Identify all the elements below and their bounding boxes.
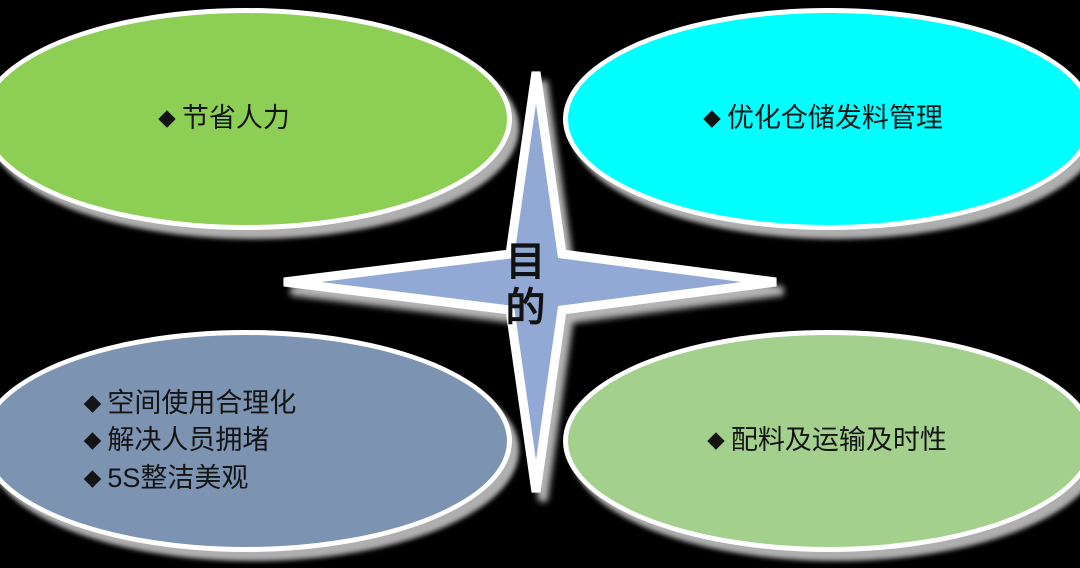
bullet-item: ◆空间使用合理化 xyxy=(84,385,297,422)
quadrant-ellipse-bottom-left[interactable]: ◆空间使用合理化 ◆解决人员拥堵 ◆5S整洁美观 xyxy=(0,330,512,552)
bullet-label: 5S整洁美观 xyxy=(107,462,249,493)
diamond-bullet-icon: ◆ xyxy=(83,389,102,416)
bullet-label: 节省人力 xyxy=(181,103,290,134)
bullet-item: ◆优化仓储发料管理 xyxy=(703,100,943,137)
bullet-label: 空间使用合理化 xyxy=(107,388,297,419)
diamond-bullet-icon: ◆ xyxy=(703,104,721,131)
bullet-item: ◆节省人力 xyxy=(158,100,290,137)
diamond-bullet-icon: ◆ xyxy=(83,463,102,490)
bullet-item: ◆5S整洁美观 xyxy=(84,460,297,497)
bullet-label: 配料及运输及时性 xyxy=(730,425,947,456)
quadrant-ellipse-top-left[interactable]: ◆节省人力 xyxy=(0,8,512,230)
center-star-shape[interactable]: 目 的 xyxy=(270,58,790,506)
quadrant-text-bottom-left: ◆空间使用合理化 ◆解决人员拥堵 ◆5S整洁美观 xyxy=(84,385,297,497)
quadrant-ellipse-bottom-right[interactable]: ◆配料及运输及时性 xyxy=(563,330,1080,552)
quadrant-text-top-left: ◆节省人力 xyxy=(158,100,290,137)
bullet-item: ◆配料及运输及时性 xyxy=(707,422,947,459)
diamond-bullet-icon: ◆ xyxy=(158,104,176,131)
bullet-label: 解决人员拥堵 xyxy=(107,425,270,456)
diamond-bullet-icon: ◆ xyxy=(83,426,102,453)
quadrant-text-bottom-right: ◆配料及运输及时性 xyxy=(707,422,947,459)
quadrant-text-top-right: ◆优化仓储发料管理 xyxy=(703,100,943,137)
quadrant-ellipse-top-right[interactable]: ◆优化仓储发料管理 xyxy=(563,8,1080,230)
diamond-bullet-icon: ◆ xyxy=(707,426,725,453)
bullet-item: ◆解决人员拥堵 xyxy=(84,422,297,459)
star-polygon xyxy=(283,71,777,493)
bullet-label: 优化仓储发料管理 xyxy=(726,103,943,134)
